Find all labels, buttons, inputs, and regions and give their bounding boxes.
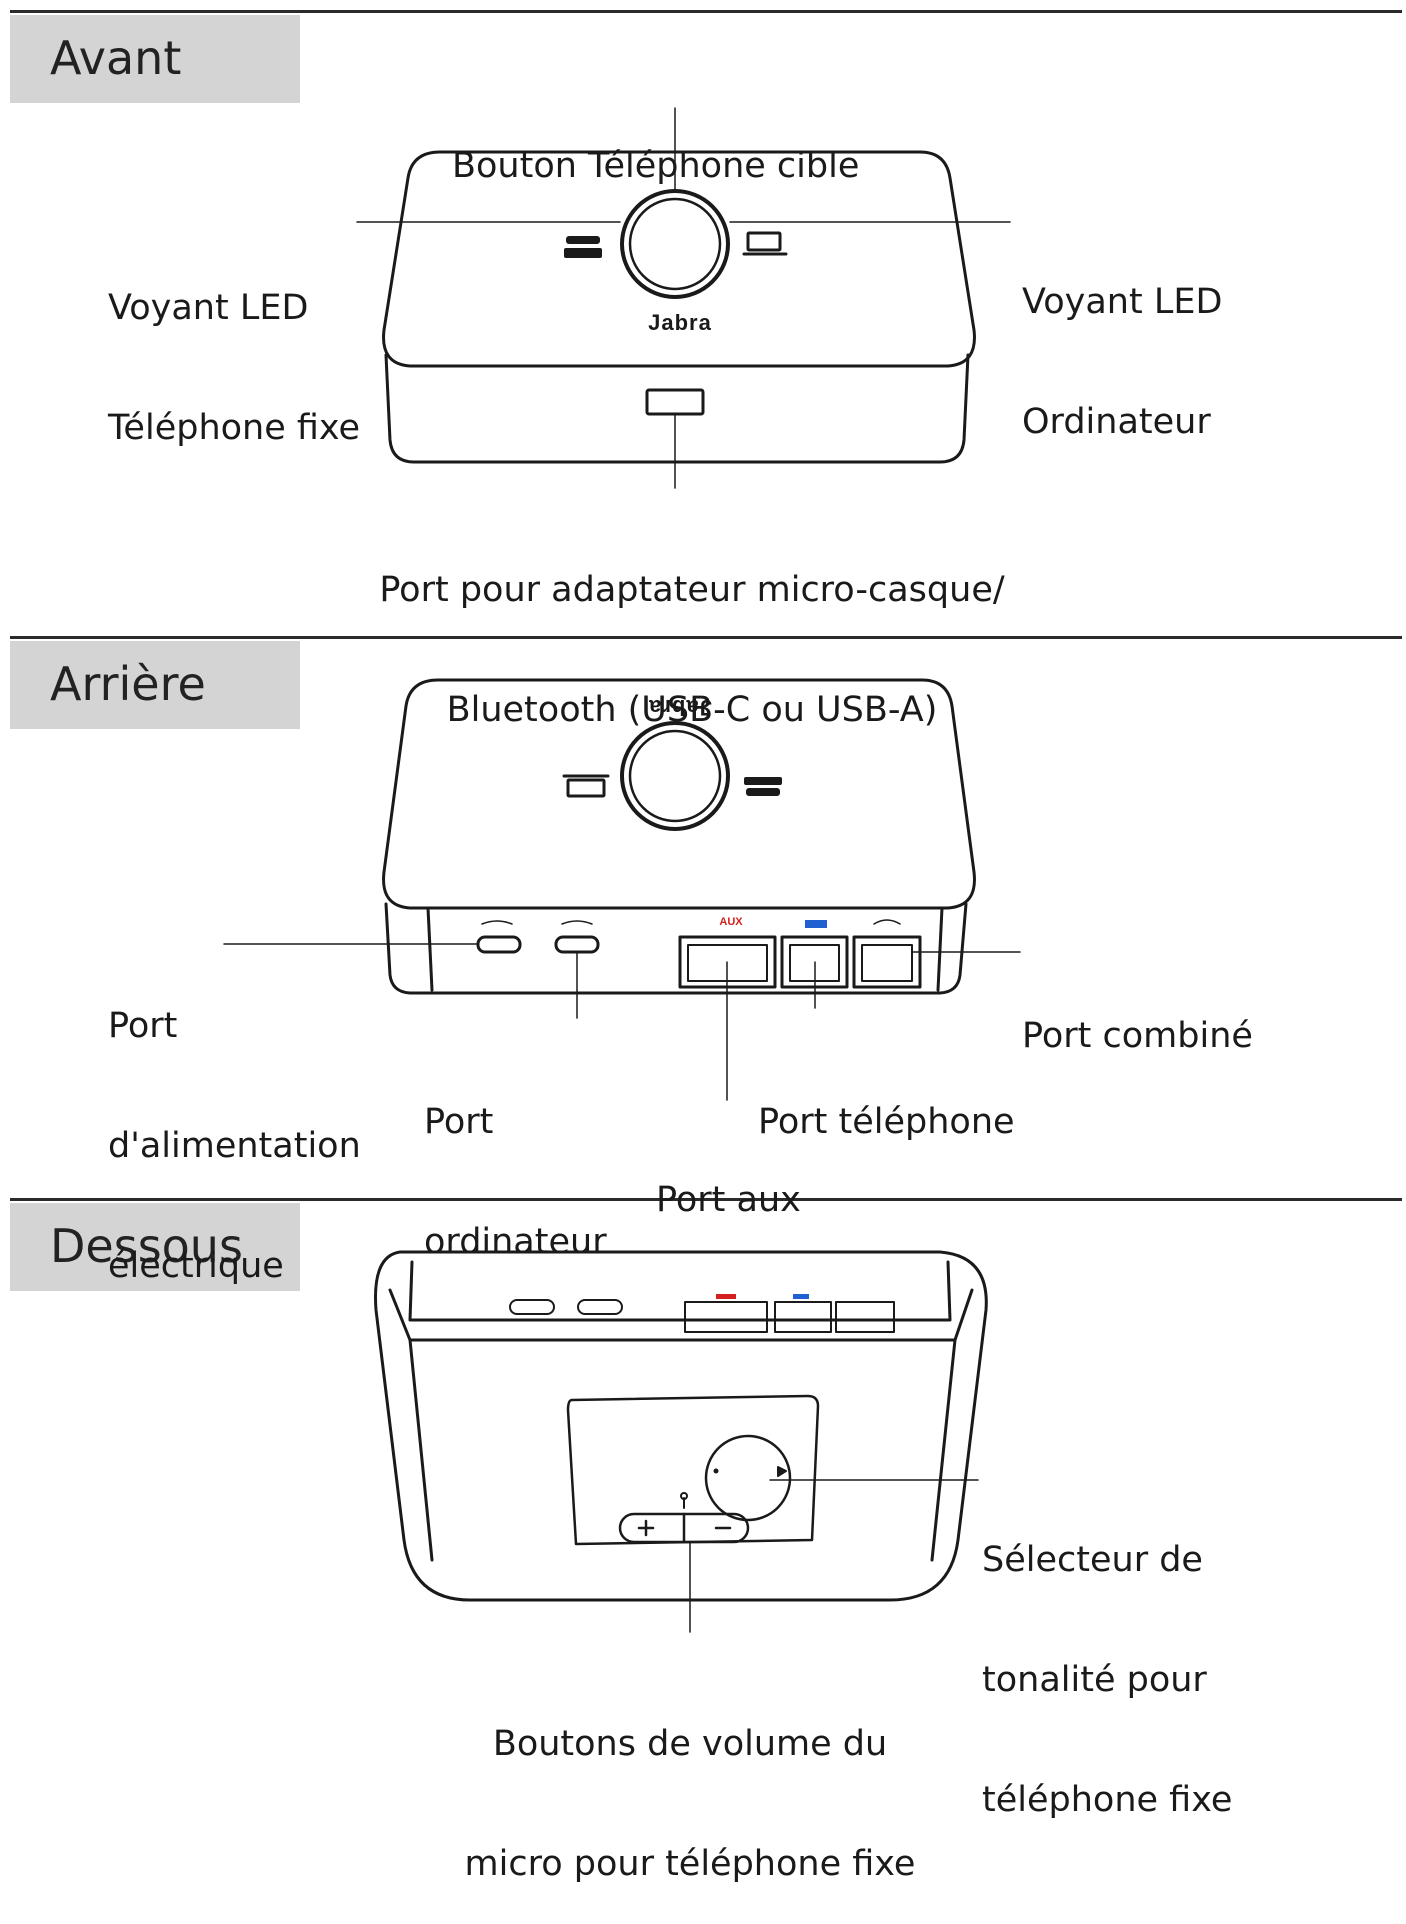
handset-port: [852, 935, 922, 989]
label-desk-phone-led: Voyant LED Téléphone fixe: [108, 288, 361, 448]
power-port: [476, 935, 522, 954]
pc-led-icon: [746, 231, 782, 252]
label-phone-port: Port téléphone: [758, 1102, 1015, 1142]
label-volume-buttons: Boutons de volume du micro pour téléphon…: [464, 1724, 916, 1884]
front-adapter-port: [645, 388, 705, 416]
desk-phone-led-icon: [564, 236, 602, 258]
label-handset-port: Port combiné: [1022, 1016, 1253, 1056]
section-tab-back: Arrière: [10, 641, 300, 729]
section-rule-back: [10, 636, 1402, 639]
label-adapter-port: Port pour adaptateur micro-casque/ Bluet…: [379, 570, 1005, 730]
label-target-button: Bouton Téléphone cible: [452, 146, 860, 186]
tone-selector-dial: [704, 1434, 792, 1522]
label-pc-port: Port ordinateur: [424, 1102, 607, 1262]
section-title-back: Arrière: [50, 657, 206, 711]
label-power-port: Port d'alimentation électrique: [108, 1006, 361, 1286]
label-tone-selector: Sélecteur de tonalité pour téléphone fix…: [982, 1540, 1233, 1820]
back-brand: Jabra: [648, 695, 712, 720]
bottom-device: [374, 1250, 988, 1602]
back-desk-phone-icon: [744, 777, 782, 796]
label-aux-port: Port aux: [656, 1180, 801, 1220]
pc-port: [554, 935, 600, 954]
phone-port-marking: [805, 920, 827, 928]
section-title-bottom: Dessous: [50, 1219, 243, 1273]
section-tab-front: Avant: [10, 15, 300, 103]
section-rule-bottom: [10, 1198, 1402, 1201]
section-rule-top: [10, 10, 1402, 13]
aux-marking: AUX: [719, 916, 743, 928]
back-device: [382, 678, 976, 995]
front-brand: Jabra: [648, 310, 712, 335]
label-pc-led: Voyant LED Ordinateur: [1022, 282, 1223, 442]
device-illustrations: Jabra Jabra AUX: [223, 107, 1021, 1633]
section-tab-bottom: Dessous: [10, 1203, 300, 1291]
section-title-front: Avant: [50, 31, 182, 85]
